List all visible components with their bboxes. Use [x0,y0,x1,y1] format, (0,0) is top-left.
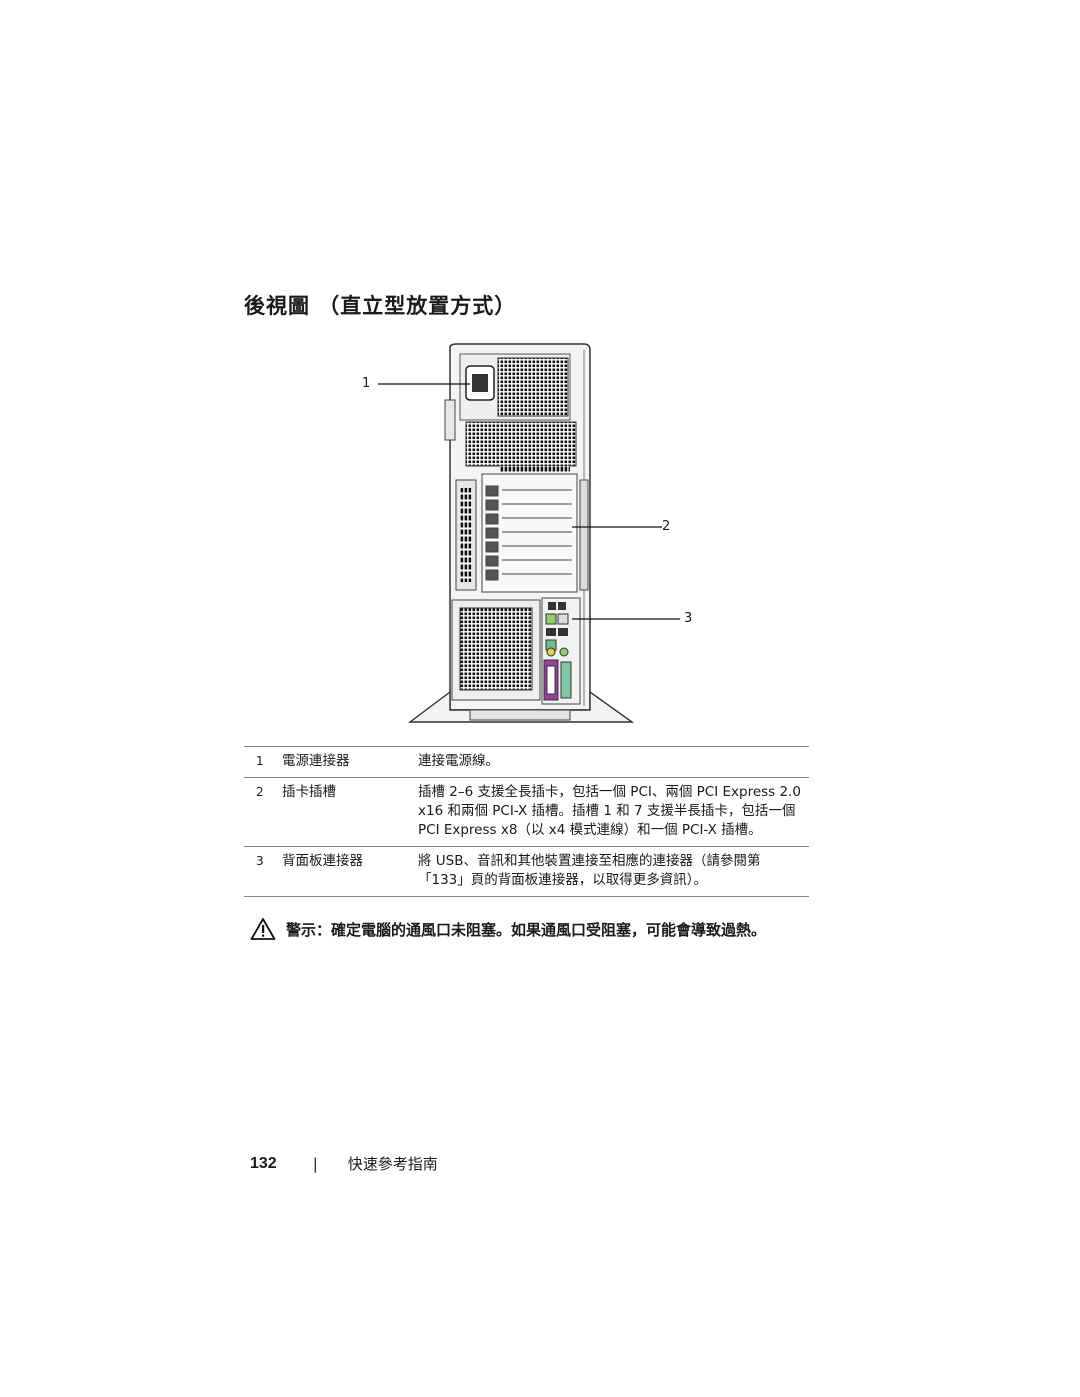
item-number: 2 [256,785,264,799]
item-number: 3 [256,854,264,868]
warning-text: 警示：確定電腦的通風口未阻塞。如果通風口受阻塞，可能會導致過熱。 [286,920,767,939]
computer-rear-illustration [378,343,680,723]
page-number: 132 [250,1154,277,1172]
item-name: 電源連接器 [282,753,350,769]
item-description: 連接電源線。 [418,753,499,769]
page-footer: 132 | 快速參考指南 [250,1153,438,1174]
callout-legend-table: 1 電源連接器 連接電源線。 2 插卡插槽 插槽 2–6 支援全長插卡，包括一個… [244,746,809,897]
table-row: 2 插卡插槽 插槽 2–6 支援全長插卡，包括一個 PCI、兩個 PCI Exp… [244,777,809,847]
item-name: 背面板連接器 [282,853,363,869]
item-description: 插槽 2–6 支援全長插卡，包括一個 PCI、兩個 PCI Express 2.… [418,784,801,838]
callout-3: 3 [684,611,693,626]
warning-triangle-icon [250,918,276,940]
table-row: 3 背面板連接器 將 USB、音訊和其他裝置連接至相應的連接器（請參閱第 「13… [244,846,809,897]
warning-notice: 警示：確定電腦的通風口未阻塞。如果通風口受阻塞，可能會導致過熱。 [250,917,820,941]
card-slots [485,485,572,581]
item-number: 1 [256,754,264,768]
item-description: 將 USB、音訊和其他裝置連接至相應的連接器（請參閱第 「133」頁的背面板連接… [418,853,761,888]
document-title: 快速參考指南 [347,1155,438,1173]
footer-separator: | [312,1154,318,1173]
section-heading: 後視圖 （直立型放置方式） [244,294,517,318]
callout-1: 1 [362,376,371,391]
callout-2: 2 [662,519,671,534]
item-name: 插卡插槽 [282,784,336,800]
table-row: 1 電源連接器 連接電源線。 [244,746,809,778]
computer-rear-view-figure: 1 2 3 [340,340,692,732]
